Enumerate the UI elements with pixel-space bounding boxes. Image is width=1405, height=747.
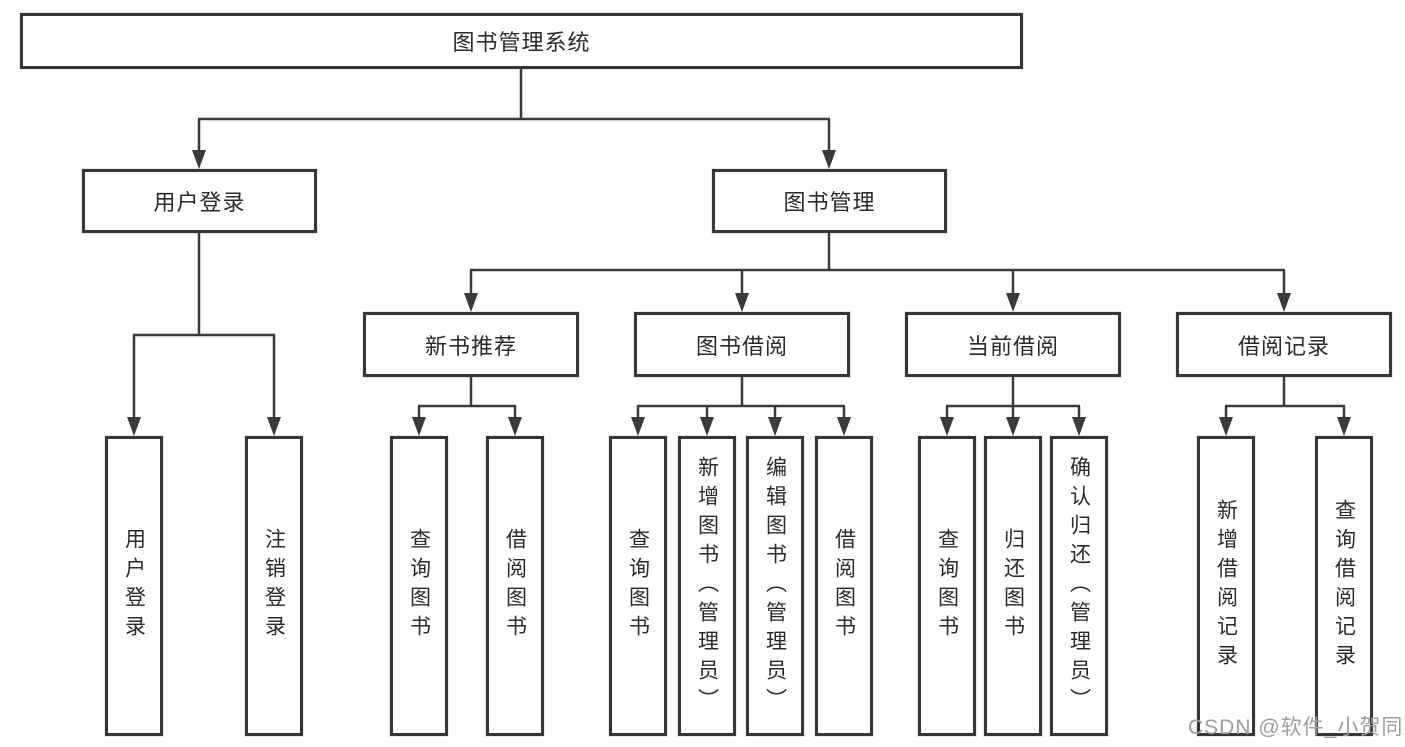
connector-arrowheads (127, 150, 1351, 436)
leaf-borrowing-borrow-books-label: 借阅图书 (832, 528, 856, 644)
leaf-current-return-books-label: 归还图书 (1001, 528, 1025, 644)
leaf-user-login-label: 用户登录 (122, 528, 146, 644)
leaf-records-query-record: 查询借阅记录 (1315, 436, 1373, 736)
leaf-recommend-borrow-books: 借阅图书 (486, 436, 544, 736)
watermark: CSDN @软件_小贺同学 (1188, 716, 1405, 739)
leaf-current-query-books: 查询图书 (918, 436, 976, 736)
node-new-book-recommend: 新书推荐 (363, 312, 579, 377)
leaf-borrowing-add-books-admin-label: 新增图书（管理员） (695, 455, 719, 717)
leaf-borrowing-query-books: 查询图书 (609, 436, 667, 736)
leaf-records-query-record-label: 查询借阅记录 (1332, 499, 1356, 673)
node-borrowing-records: 借阅记录 (1176, 312, 1392, 377)
leaf-logout: 注销登录 (245, 436, 303, 736)
leaf-current-confirm-return-admin: 确认归还（管理员） (1050, 436, 1108, 736)
node-current-borrowing-label: 当前借阅 (966, 333, 1059, 359)
leaf-current-query-books-label: 查询图书 (935, 528, 959, 644)
node-new-book-recommend-label: 新书推荐 (424, 333, 517, 359)
node-user-login-module-label: 用户登录 (153, 190, 246, 215)
node-user-login-module: 用户登录 (82, 169, 317, 233)
leaf-records-add-record: 新增借阅记录 (1197, 436, 1255, 736)
leaf-recommend-query-books: 查询图书 (390, 436, 448, 736)
leaf-recommend-query-books-label: 查询图书 (407, 528, 431, 644)
leaf-logout-label: 注销登录 (262, 528, 286, 644)
leaf-borrowing-query-books-label: 查询图书 (626, 528, 650, 644)
node-book-borrowing: 图书借阅 (634, 312, 850, 377)
leaf-borrowing-add-books-admin: 新增图书（管理员） (678, 436, 736, 736)
connector-edges (132, 68, 1346, 419)
leaf-records-add-record-label: 新增借阅记录 (1214, 499, 1238, 673)
node-root-system: 图书管理系统 (20, 13, 1023, 69)
leaf-current-return-books: 归还图书 (984, 436, 1042, 736)
node-borrowing-records-label: 借阅记录 (1237, 333, 1330, 359)
node-book-management-module-label: 图书管理 (783, 190, 876, 215)
leaf-borrowing-edit-books-admin-label: 编辑图书（管理员） (763, 455, 787, 717)
node-book-management-module: 图书管理 (712, 169, 947, 233)
leaf-recommend-borrow-books-label: 借阅图书 (503, 528, 527, 644)
node-book-borrowing-label: 图书借阅 (695, 333, 788, 359)
node-root-system-label: 图书管理系统 (452, 30, 591, 55)
leaf-user-login: 用户登录 (105, 436, 163, 736)
node-current-borrowing: 当前借阅 (905, 312, 1121, 377)
leaf-current-confirm-return-admin-label: 确认归还（管理员） (1067, 455, 1091, 717)
leaf-borrowing-borrow-books: 借阅图书 (815, 436, 873, 736)
leaf-borrowing-edit-books-admin: 编辑图书（管理员） (746, 436, 804, 736)
